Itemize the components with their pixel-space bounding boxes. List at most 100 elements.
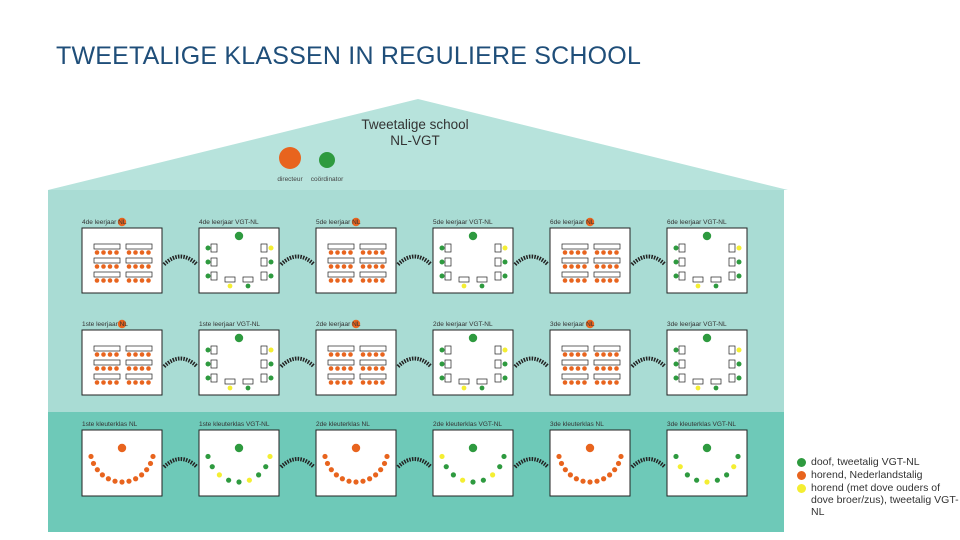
pupil-dot (90, 460, 97, 467)
desk (93, 359, 121, 366)
legend: doof, tweetalig VGT-NL horend, Nederland… (795, 456, 960, 519)
pupil-dot (328, 352, 334, 357)
pupil-dot (335, 380, 340, 385)
desk (728, 271, 736, 281)
desk (692, 378, 704, 385)
pupil-dot (139, 472, 145, 478)
pupil-dot (139, 380, 145, 385)
desk (327, 373, 355, 380)
pupil-dot (367, 380, 372, 385)
classroom (315, 429, 397, 497)
class-label: 6de leerjaar NL (550, 219, 595, 226)
pupil-dot (594, 264, 600, 269)
desk (561, 345, 589, 352)
pupil-dot (146, 264, 151, 269)
pupil-dot (673, 273, 679, 279)
pupil-dot (328, 366, 334, 371)
pupil-dot (205, 375, 211, 381)
pupil-dot (114, 352, 119, 357)
pupil-dot (101, 380, 106, 385)
pupil-dot (373, 352, 379, 357)
pupil-dot (107, 250, 113, 255)
teacher-dot (234, 231, 244, 241)
teacher-dot (468, 443, 478, 453)
pupil-dot (594, 250, 600, 255)
teacher-dot (702, 333, 712, 343)
class-label: 1ste kleuterklas NL (82, 421, 138, 428)
pupil-dot (328, 380, 334, 385)
pupil-dot (575, 366, 581, 371)
pupil-dot (205, 273, 211, 279)
pupil-dot (380, 250, 385, 255)
pupil-dot (614, 278, 619, 283)
pupil-dot (562, 250, 568, 255)
pupil-dot (601, 352, 606, 357)
pupil-dot (139, 250, 145, 255)
pupil-dot (713, 385, 719, 391)
desk (593, 271, 621, 278)
pupil-dot (480, 477, 486, 483)
desk (728, 373, 736, 383)
pupil-dot (373, 366, 379, 371)
pupil-dot (673, 453, 679, 460)
pupil-dot (460, 477, 466, 483)
class-label: 2de kleuterklas NL (316, 421, 370, 428)
desk (242, 276, 254, 283)
legend-text-coda: horend (met dove ouders of dove broer/zu… (811, 482, 959, 518)
desk (359, 271, 387, 278)
desk (327, 345, 355, 352)
pupil-dot (594, 366, 600, 371)
school-title: Tweetalige school NL-VGT (330, 117, 500, 149)
pupil-dot (268, 259, 274, 265)
pupil-dot (341, 278, 347, 283)
pupil-dot (133, 278, 138, 283)
pupil-dot (360, 478, 366, 484)
pupil-dot (562, 366, 568, 371)
pupil-dot (607, 380, 613, 385)
connector-bridge (630, 457, 667, 469)
pupil-dot (341, 366, 347, 371)
pupil-dot (575, 250, 581, 255)
pupil-dot (713, 283, 719, 289)
connector-bridge (630, 356, 667, 368)
desk (125, 373, 153, 380)
classroom (666, 429, 748, 497)
desk (494, 243, 502, 253)
pupil-dot (367, 476, 373, 482)
pupil-dot (502, 375, 508, 381)
pupil-dot (502, 347, 508, 353)
pupil-dot (126, 250, 132, 255)
pupil-dot (380, 352, 385, 357)
teacher-dot (117, 319, 127, 329)
pupil-dot (736, 273, 742, 279)
teacher-dot (351, 443, 361, 453)
class-label: 3de kleuterklas VGT-NL (667, 421, 737, 428)
pupil-dot (575, 278, 581, 283)
pupil-dot (94, 278, 100, 283)
desk (678, 257, 686, 267)
pupil-dot (107, 264, 113, 269)
pupil-dot (673, 259, 679, 265)
pupil-dot (94, 380, 100, 385)
pupil-dot (88, 453, 94, 460)
teacher-dot (585, 443, 595, 453)
pupil-dot (601, 278, 606, 283)
desk (728, 345, 736, 355)
connector-bridge (396, 254, 433, 266)
pupil-dot (575, 264, 581, 269)
pupil-dot (594, 278, 600, 283)
pupil-dot (587, 479, 593, 485)
pupil-dot (360, 380, 366, 385)
classroom-box (432, 429, 514, 497)
pupil-dot (146, 278, 151, 283)
slide-title: TWEETALIGE KLASSEN IN REGULIERE SCHOOL (56, 42, 642, 70)
connector-bridge (513, 457, 550, 469)
pupil-dot (470, 479, 476, 485)
pupil-dot (607, 278, 613, 283)
desk (593, 257, 621, 264)
pupil-dot (226, 477, 232, 483)
pupil-dot (556, 453, 562, 460)
class-label: 3de leerjaar NL (550, 321, 595, 328)
desk (210, 257, 218, 267)
classroom (198, 429, 280, 497)
